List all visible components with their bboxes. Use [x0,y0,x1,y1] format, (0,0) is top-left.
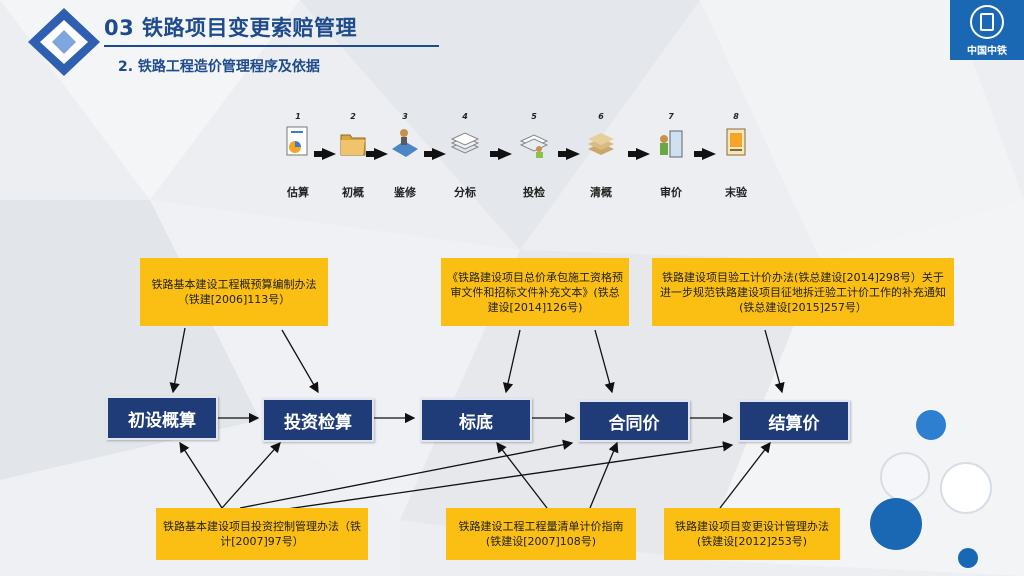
step-number: 4 [462,112,468,121]
company-logo: 中国中铁 [950,0,1024,60]
step-arrow [694,148,716,160]
node-contract-price: 合同价 [578,400,690,442]
step-number: 3 [402,112,408,121]
step-2: 2 初概 [331,112,375,199]
step-number: 2 [350,112,356,121]
decor-circle [958,548,978,568]
step-label: 清概 [590,186,612,199]
node-settlement-price: 结算价 [738,400,850,442]
crec-logo-icon [970,5,1004,39]
note-bill-of-quantities: 铁路建设工程工程量清单计价指南(铁建设[2007]108号) [446,508,636,560]
section-subtitle: 2. 铁路工程造价管理程序及依据 [118,59,320,75]
folder-icon [340,134,366,156]
step-5: 5 投检 [512,112,556,199]
logo-name: 中国中铁 [967,46,1007,57]
step-label: 初概 [342,186,364,199]
decor-circle [870,498,922,550]
decor-circle [940,462,992,514]
step-number: 1 [295,112,301,121]
step-arrow [314,148,336,160]
decor-circle [880,452,930,502]
note-payment-rules: 铁路建设项目验工计价办法(铁总建设[2014]298号）关于进一步规范铁路建设项… [652,258,954,326]
title-underline [104,45,439,47]
step-arrow [424,148,446,160]
step-4: 4 分标 [443,112,487,199]
note-design-change: 铁路建设项目变更设计管理办法(铁建设[2012]253号) [664,508,840,560]
step-number: 7 [668,112,674,121]
step-label: 审价 [660,186,682,199]
blueprint-icon [392,129,418,157]
step-label: 分标 [454,186,476,199]
node-investment-check: 投资检算 [262,398,374,442]
node-tender-base: 标底 [420,398,532,442]
door-user-icon [660,130,683,158]
step-label: 投检 [523,186,545,199]
certificate-icon [726,128,746,156]
step-label: 末验 [725,186,747,199]
step-label: 估算 [287,186,309,199]
paper-stack-icon [588,133,614,155]
step-number: 5 [531,112,537,121]
step-7: 7 审价 [649,112,693,199]
step-arrow [366,148,388,160]
step-1: 1 估算 [276,112,320,199]
stacked-sheets-icon [450,132,480,154]
step-arrow [628,148,650,160]
step-number: 8 [733,112,739,121]
node-preliminary-estimate: 初设概算 [106,396,218,440]
note-budget-rules: 铁路基本建设工程概预算编制办法（铁建[2006]113号） [140,258,328,326]
step-arrow [490,148,512,160]
step-number: 6 [598,112,604,121]
note-investment-control: 铁路基本建设项目投资控制管理办法（铁计[2007]97号） [156,508,368,560]
step-6: 6 清概 [579,112,623,199]
decor-circle [916,410,946,440]
step-arrow [558,148,580,160]
step-label: 鉴修 [394,186,416,199]
step-3: 3 鉴修 [383,112,427,199]
step-8: 8 末验 [714,112,758,199]
page-title: 03 铁路项目变更索赔管理 [104,16,358,40]
note-tender-docs: 《铁路建设项目总价承包施工资格预审文件和招标文件补充文本》(铁总建设[2014]… [441,258,629,326]
chart-report-icon [286,126,308,156]
documents-user-icon [519,134,549,158]
